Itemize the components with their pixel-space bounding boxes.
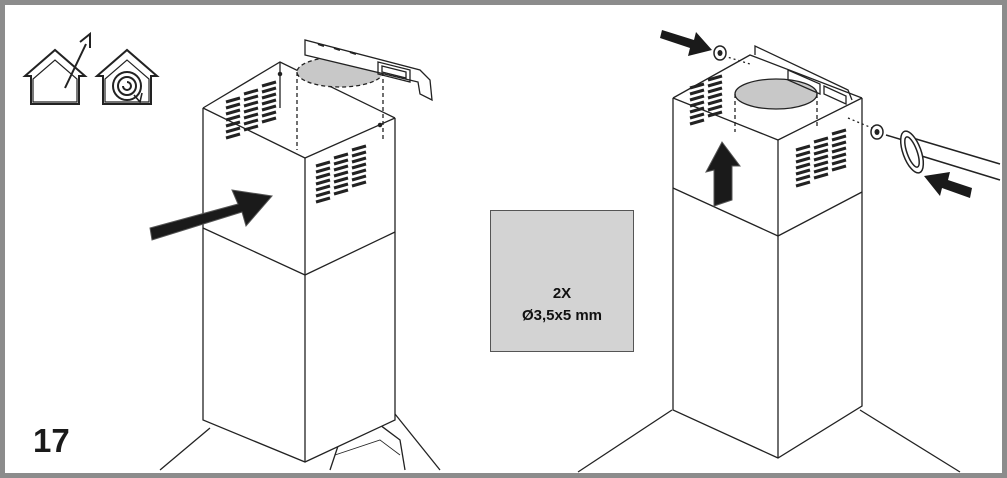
step-number: 17 — [33, 422, 70, 459]
push-arrow-left — [149, 189, 273, 241]
recirculation-mode-icon — [94, 48, 160, 105]
screw-spec-box: 2X Ø3,5x5 mm — [490, 210, 634, 352]
screw-size: Ø3,5x5 mm — [521, 307, 603, 324]
chimney-left — [159, 39, 441, 471]
screw-arrow-side — [924, 172, 972, 198]
ducted-mode-icon — [22, 31, 91, 105]
screw-arrow-top — [660, 30, 712, 56]
screwdriver-icon — [885, 130, 1001, 181]
screw-quantity: 2X — [552, 285, 572, 302]
screw-top-right — [713, 45, 727, 61]
chimney-right — [577, 44, 961, 473]
lift-arrow-right — [705, 141, 741, 207]
screw-side-right — [870, 124, 884, 140]
